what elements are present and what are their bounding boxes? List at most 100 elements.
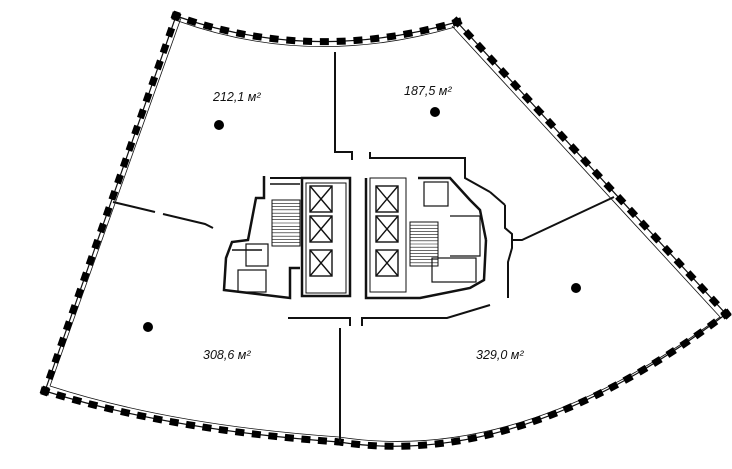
mullion (87, 400, 99, 410)
lift-shaft (309, 185, 333, 213)
mullion (301, 435, 311, 444)
mullion (533, 105, 545, 117)
mullion (515, 421, 527, 431)
mullion (131, 124, 141, 136)
mullion (353, 36, 363, 45)
mullion (673, 257, 685, 269)
mullion (665, 347, 677, 358)
mullion (169, 417, 180, 427)
mullion (638, 219, 650, 231)
mullion (91, 238, 102, 250)
mullion (417, 441, 428, 450)
area-label-north-west: 212,1 м² (212, 90, 261, 104)
mullion (521, 92, 533, 104)
mullion (402, 29, 414, 38)
mullion (451, 16, 463, 28)
mullion (269, 34, 279, 43)
mullion (499, 425, 511, 436)
mullion (591, 168, 603, 181)
mullion (302, 37, 313, 45)
mullion (267, 432, 278, 441)
mullion (71, 395, 83, 405)
mullion (434, 439, 445, 448)
area-label-south-west: 308,6 м² (203, 348, 251, 362)
building-core (222, 176, 488, 300)
stair-flights (271, 199, 439, 267)
mullion (706, 318, 719, 330)
mullion (435, 21, 447, 31)
mullion (498, 67, 510, 79)
mullion (137, 108, 147, 120)
mullion (108, 189, 119, 201)
mullion (547, 409, 559, 420)
lift-shaft (375, 249, 399, 277)
column-north-west (214, 120, 224, 130)
mullion (51, 352, 62, 364)
mullion (615, 194, 627, 206)
mullion (120, 408, 131, 417)
mullion (218, 425, 229, 435)
mullion (386, 32, 397, 41)
mullion (463, 29, 475, 41)
mullion (637, 364, 649, 376)
mullion (159, 43, 170, 55)
lift-shaft (309, 215, 333, 243)
mullion (152, 414, 163, 424)
mullion (85, 255, 96, 266)
mullion (102, 206, 113, 218)
columns (143, 107, 581, 332)
mullion (509, 79, 522, 92)
area-label-north-east: 187,5 м² (404, 84, 452, 98)
mullion (708, 295, 720, 307)
mullion (562, 403, 574, 414)
mullion (55, 391, 67, 401)
mullion (185, 420, 196, 430)
column-south-east (571, 283, 581, 293)
mullion (607, 381, 620, 392)
mullion (650, 232, 662, 244)
mullion (467, 434, 478, 443)
lift-shafts (309, 185, 399, 277)
mullion (577, 396, 589, 407)
column-south-west (143, 322, 153, 332)
mullion (401, 442, 411, 450)
mullion (103, 404, 115, 414)
mullion (603, 181, 615, 193)
mullion (286, 36, 296, 45)
mullion (580, 155, 592, 168)
mullion (486, 54, 498, 66)
mullion (419, 25, 430, 35)
mullion (186, 16, 198, 26)
mullion (125, 141, 136, 152)
area-label-south-east: 329,0 м² (476, 348, 524, 362)
mullion (483, 430, 494, 440)
stair-flight (271, 199, 301, 247)
mullion (679, 337, 691, 349)
mullion (97, 222, 107, 234)
mullion (350, 440, 361, 449)
mullion (556, 130, 568, 142)
mullion (142, 92, 153, 103)
mullion (234, 428, 245, 437)
mullion (568, 143, 580, 155)
mullion (165, 26, 176, 38)
partition-walls (112, 52, 615, 442)
mullion (319, 38, 329, 46)
mullion (336, 37, 346, 45)
mullion (219, 25, 230, 35)
mullion (367, 441, 378, 450)
stair-flight (409, 221, 439, 267)
mullion (661, 244, 674, 257)
column-north-east (430, 107, 440, 117)
mullion (544, 117, 557, 130)
mullion (284, 433, 295, 442)
mullion (251, 430, 262, 439)
mullion (114, 173, 124, 185)
mullion (693, 328, 705, 340)
mullion (720, 308, 732, 320)
mullion (369, 34, 380, 43)
mullion (474, 41, 487, 54)
mullion (384, 442, 394, 450)
mullion (80, 271, 90, 283)
